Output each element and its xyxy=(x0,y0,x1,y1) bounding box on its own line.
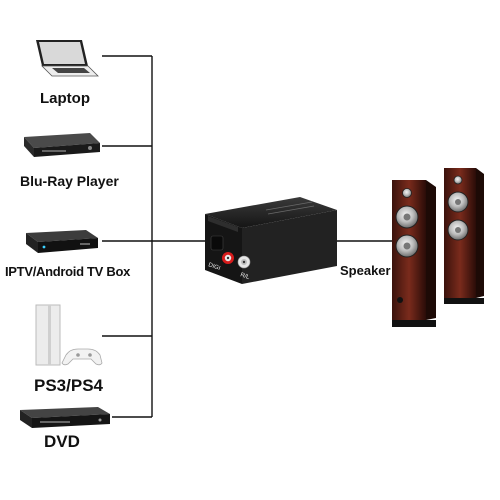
bluray-player-icon xyxy=(24,133,100,157)
device-label-laptop: Laptop xyxy=(40,90,90,107)
output-label-speaker: Speaker xyxy=(340,263,391,278)
device-label-console: PS3/PS4 xyxy=(34,376,103,395)
converter-port-rl-label: R/L xyxy=(239,272,250,281)
connection-lines xyxy=(102,55,392,418)
audio-converter-icon xyxy=(205,197,337,284)
device-label-dvd: DVD xyxy=(44,432,80,451)
tv-box-icon xyxy=(26,230,98,253)
laptop-icon xyxy=(36,40,99,77)
device-label-bluray: Blu-Ray Player xyxy=(20,173,119,189)
dvd-player-icon xyxy=(20,407,110,428)
device-label-tvbox: IPTV/Android TV Box xyxy=(5,264,131,279)
converter-port-coaxial-label: DIGI xyxy=(207,262,221,272)
game-console-icon xyxy=(35,304,103,366)
tower-speaker-icon xyxy=(392,168,484,327)
